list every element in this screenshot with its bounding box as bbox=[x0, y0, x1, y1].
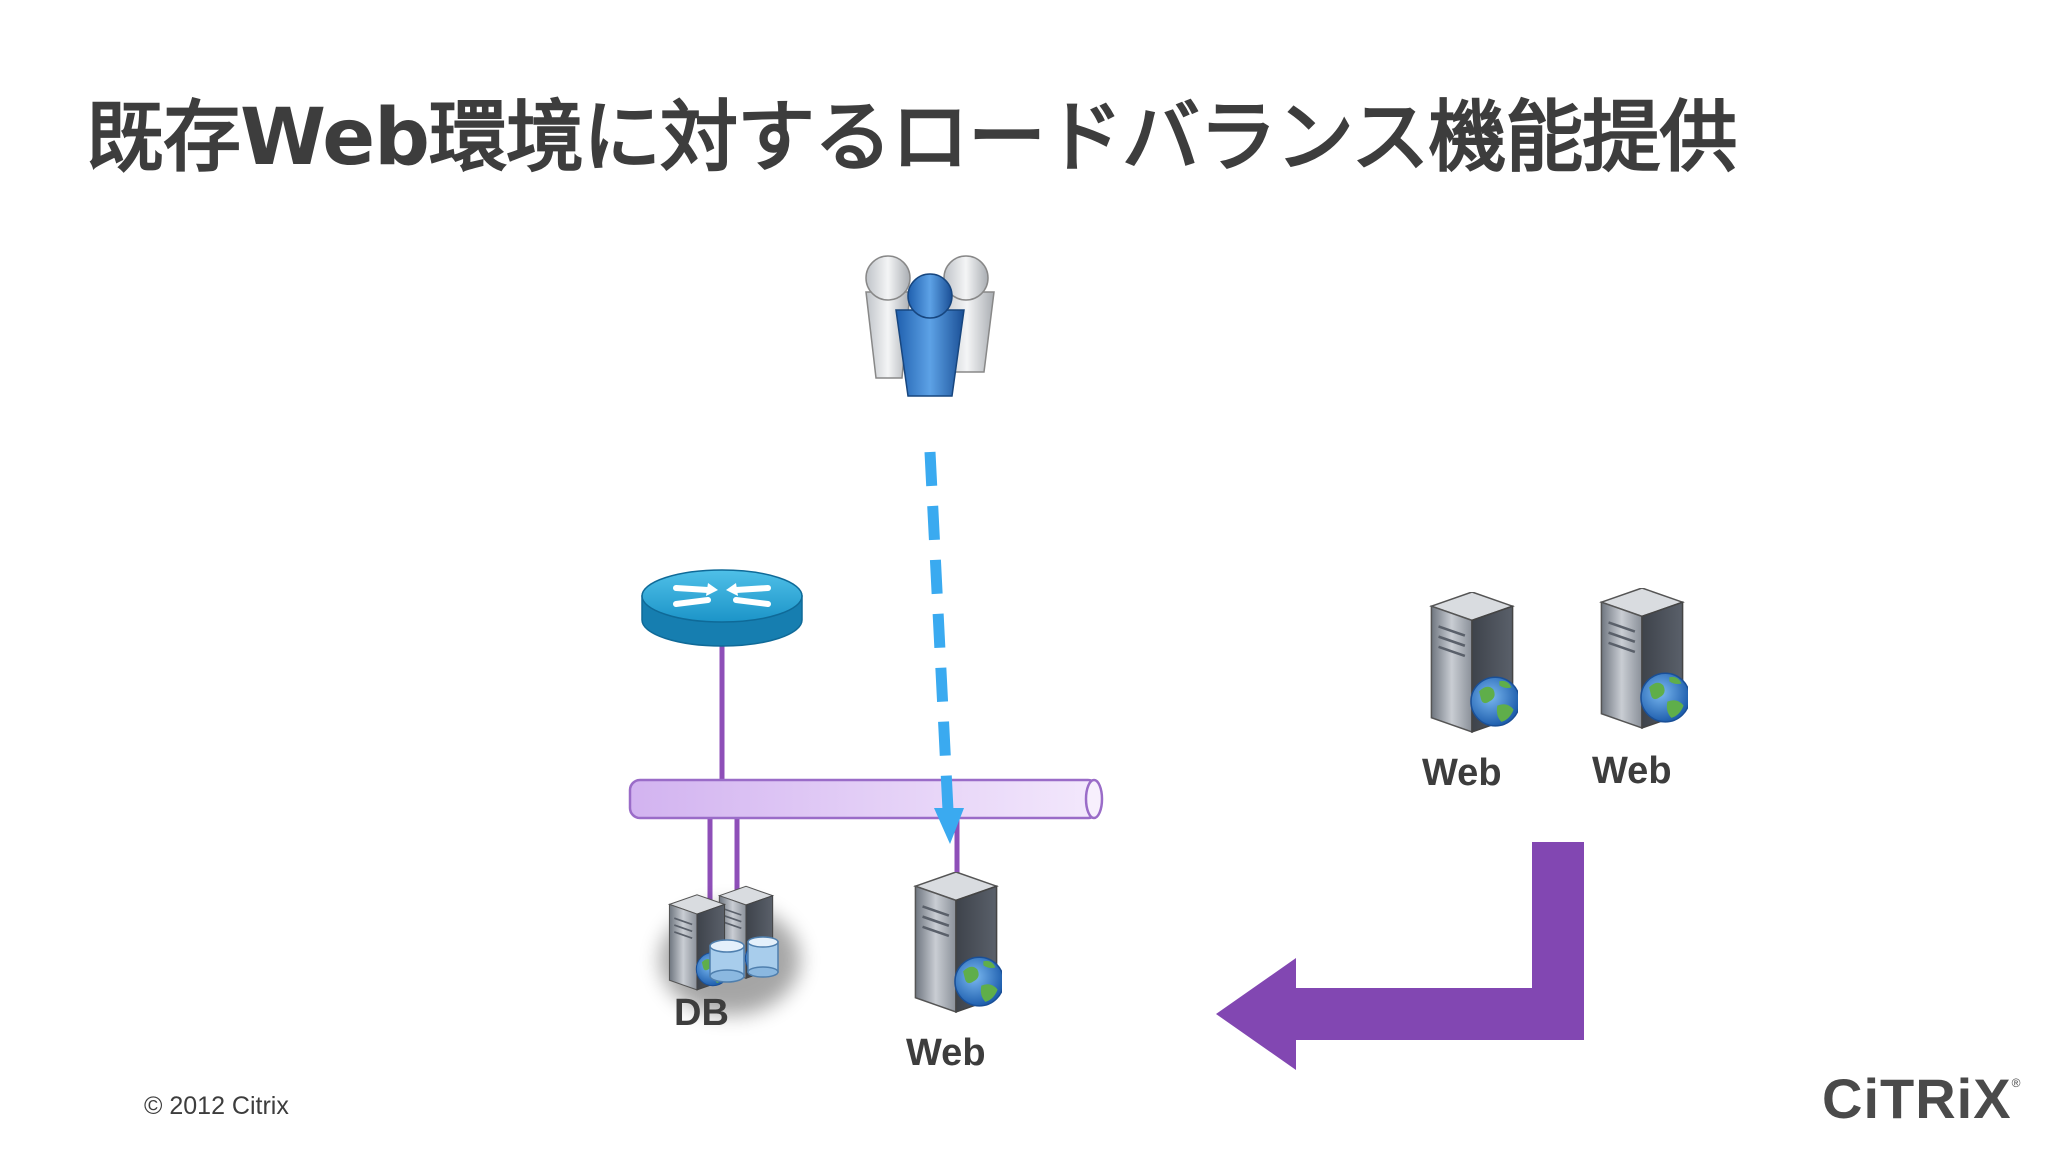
web-server-icon bbox=[914, 872, 1002, 1014]
page-title: 既存Web環境に対するロードバランス機能提供 bbox=[86, 93, 1737, 183]
web-server-icon bbox=[1430, 592, 1518, 734]
web-server-icon bbox=[1600, 588, 1688, 730]
web-label-new-2: Web bbox=[1592, 750, 1672, 792]
web-label-main: Web bbox=[906, 1032, 986, 1074]
network-bus bbox=[628, 778, 1104, 820]
db-label: DB bbox=[674, 992, 729, 1034]
traffic-arrow bbox=[924, 451, 964, 844]
migration-arrow bbox=[1216, 842, 1584, 1070]
citrix-logo: CiTRiX® bbox=[1822, 1066, 2021, 1131]
copyright-text: © 2012 Citrix bbox=[144, 1092, 289, 1120]
registered-mark: ® bbox=[2011, 1076, 2022, 1090]
database-server-icon bbox=[660, 885, 800, 1015]
citrix-logo-text: CiTRiX bbox=[1822, 1067, 2012, 1130]
users-group-icon bbox=[865, 255, 995, 397]
web-label-new-1: Web bbox=[1422, 752, 1502, 794]
router-icon bbox=[641, 569, 803, 647]
